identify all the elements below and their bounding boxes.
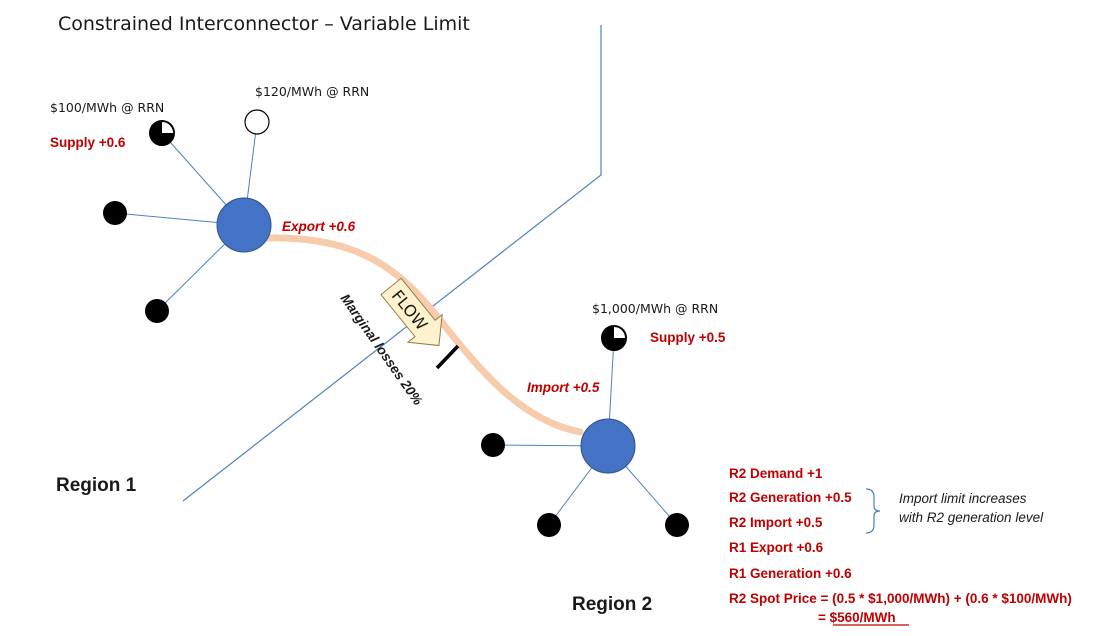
region1-generator-a-price: $100/MWh @ RRN	[50, 100, 164, 115]
summary-line: R2 Import +0.5	[729, 515, 823, 530]
region2-reference-node	[580, 418, 636, 474]
region2-import-label: Import +0.5	[527, 380, 600, 395]
region1-generator-b	[244, 109, 270, 135]
region2-generator-marginal	[601, 325, 627, 351]
summary-line: R1 Generation +0.6	[729, 566, 852, 581]
region-boundary-line	[182, 25, 602, 502]
region1-generator-a-marginal	[149, 120, 175, 146]
loss-marker-tick	[435, 344, 460, 370]
region1-export-label: Export +0.6	[282, 219, 356, 234]
spot-price-result: = $560/MWh	[818, 610, 896, 625]
region2-load-node	[537, 513, 561, 537]
region1-supply-label: Supply +0.6	[50, 135, 126, 150]
region1-load-node	[103, 201, 127, 225]
region2-supply-label: Supply +0.5	[650, 330, 726, 345]
region1-label: Region 1	[56, 475, 137, 496]
summary-calculation: R2 Demand +1 R2 Generation +0.5 R2 Impor…	[729, 466, 1072, 626]
summary-line: R2 Generation +0.5	[729, 490, 852, 505]
curly-brace	[865, 488, 881, 534]
import-limit-note-line1: Import limit increases	[899, 491, 1027, 506]
summary-line: R2 Demand +1	[729, 466, 823, 481]
region2-load-node	[481, 433, 505, 457]
spot-price-formula: R2 Spot Price = (0.5 * $1,000/MWh) + (0.…	[729, 591, 1072, 606]
region2-label: Region 2	[572, 594, 652, 615]
region2-load-node	[665, 513, 689, 537]
region2-generator-price: $1,000/MWh @ RRN	[592, 301, 718, 316]
import-limit-note-line2: with R2 generation level	[899, 510, 1044, 525]
region1-generator-b-price: $120/MWh @ RRN	[255, 84, 369, 99]
summary-line: R1 Export +0.6	[729, 540, 824, 555]
region1-reference-node	[216, 197, 272, 253]
diagram-title: Constrained Interconnector – Variable Li…	[58, 13, 470, 35]
region1-load-node	[145, 299, 169, 323]
